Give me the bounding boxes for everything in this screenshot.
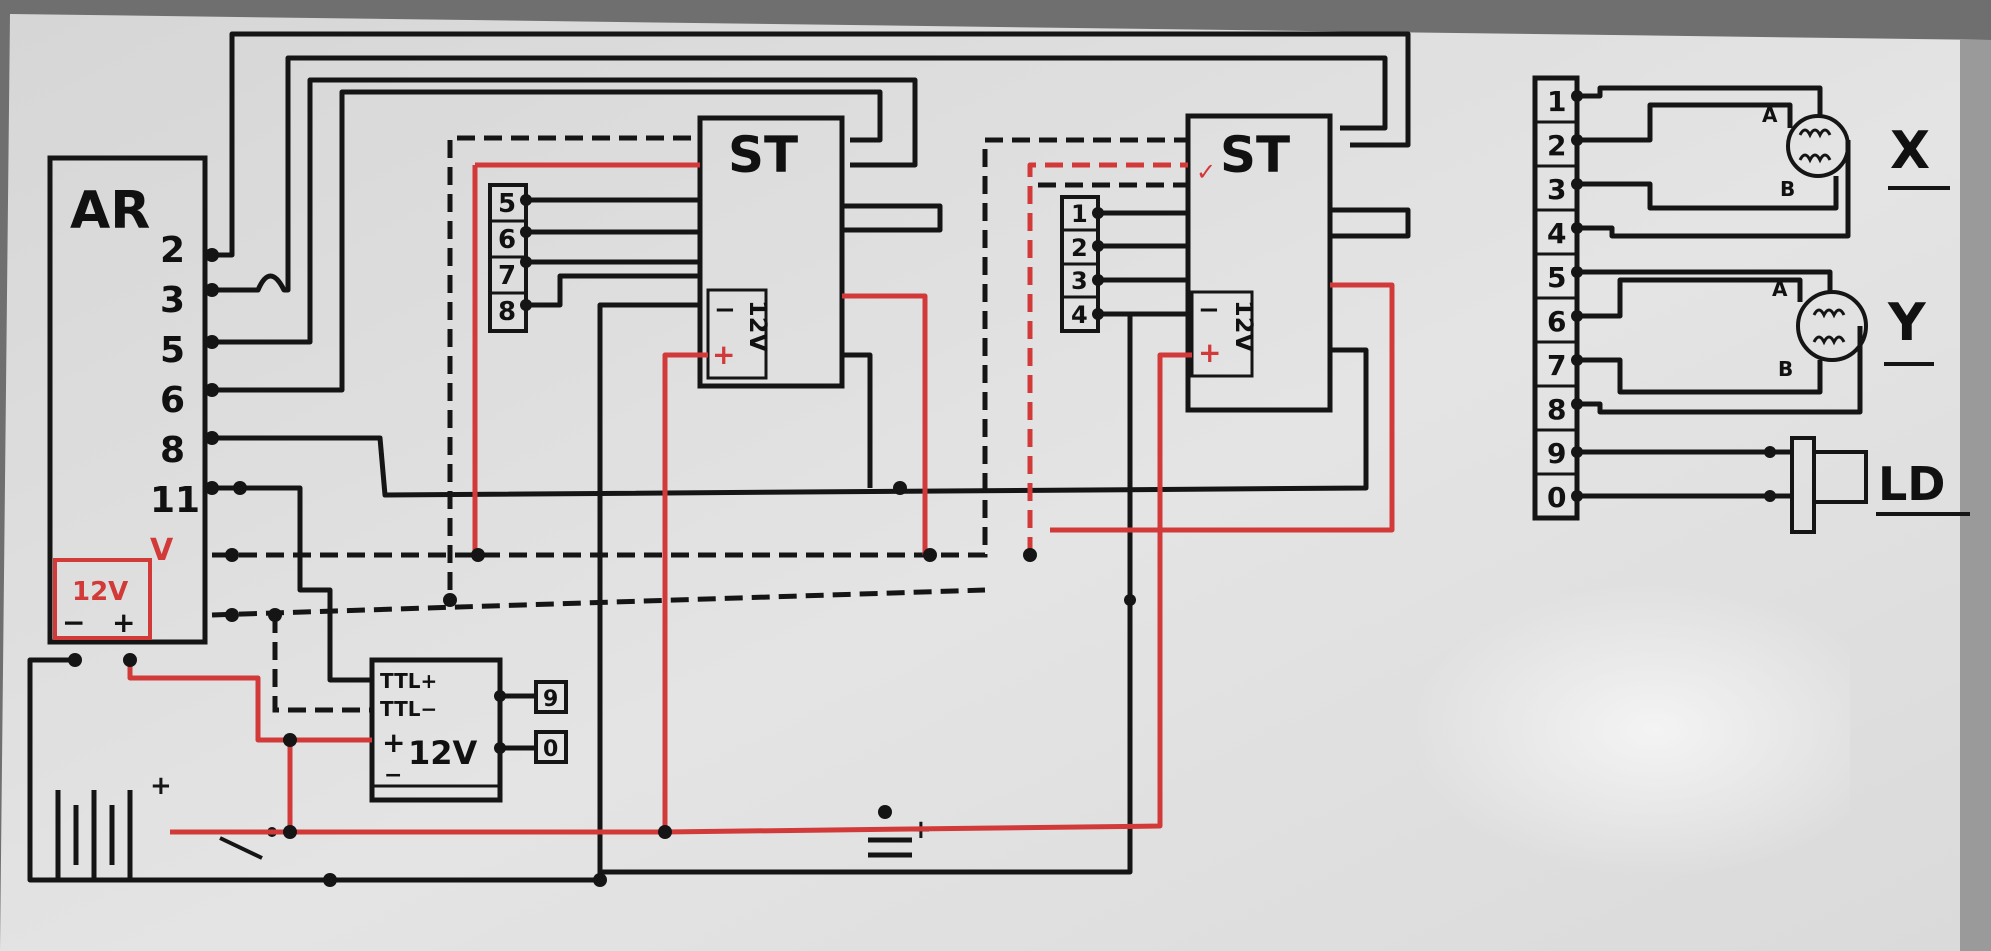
laser-diode: LD — [1790, 436, 1970, 534]
arduino-pin-6: 6 — [160, 380, 185, 421]
terminal-pin-6: 6 — [1547, 305, 1566, 338]
terminal-pin-1: 1 — [1547, 85, 1566, 118]
driver-a-power-label: 12V — [744, 300, 772, 352]
arduino-power-box — [53, 558, 152, 640]
arduino-pin-5: 5 — [160, 330, 185, 371]
board-frame — [1960, 40, 1991, 951]
driver-a-power-minus: − — [714, 295, 736, 325]
motor-x-a: A — [1762, 103, 1778, 127]
laser-driver-block: TTL+ TTL− + 12V − 9 0 — [369, 657, 568, 803]
driver-b-input-1: 1 — [1071, 200, 1088, 228]
red-wires — [127, 162, 1395, 835]
driver-b-power-box — [1190, 290, 1254, 378]
board-glare — [1150, 470, 1850, 890]
arduino-title: AR — [70, 181, 150, 241]
terminal-pin-3: 3 — [1547, 173, 1566, 206]
arduino-block: AR 2 3 5 6 8 11 12V − + V — [47, 155, 208, 645]
terminal-pin-2: 2 — [1547, 129, 1566, 162]
terminal-block: 1 2 3 4 5 6 7 8 9 0 — [1532, 75, 1580, 521]
terminal-pin-4: 4 — [1547, 217, 1566, 250]
motor-y-label: Y — [1887, 293, 1927, 353]
driver-b-check-mark: ✓ — [1196, 158, 1216, 186]
motor-y: A B Y — [1772, 277, 1934, 381]
terminal-pin-8: 8 — [1547, 393, 1566, 426]
terminal-pin-7: 7 — [1547, 349, 1566, 382]
driver-b-block: ST ✓ 12V − + 1 2 3 4 — [1060, 113, 1333, 413]
driver-a-power-box — [706, 288, 768, 380]
arduino-power-plus: + — [112, 606, 135, 639]
driver-b-power-minus: − — [1198, 295, 1220, 325]
arduino-pin-8: 8 — [160, 430, 185, 471]
arduino-check-mark: V — [150, 533, 174, 568]
driver-a-power-plus: + — [712, 338, 735, 371]
arduino-power-label: 12V — [72, 577, 128, 607]
laser-driver-12v: 12V — [408, 734, 478, 772]
laser-driver-out-9: 9 — [543, 687, 558, 712]
driver-a-input-6: 6 — [498, 225, 516, 255]
driver-a-block: ST 12V − + 5 6 7 8 — [488, 115, 845, 389]
terminal-pin-9: 9 — [1547, 437, 1566, 470]
laser-diode-label: LD — [1878, 457, 1946, 511]
terminal-pin-5: 5 — [1547, 261, 1566, 294]
motor-y-b: B — [1778, 357, 1793, 381]
driver-b-input-4: 4 — [1071, 301, 1088, 329]
battery-plus: + — [150, 771, 172, 801]
driver-a-title: ST — [728, 126, 798, 184]
laser-driver-plus: + — [382, 726, 405, 759]
motor-x-b: B — [1780, 177, 1795, 201]
motor-y-a: A — [1772, 277, 1788, 301]
driver-a-input-5: 5 — [498, 189, 516, 219]
driver-b-title: ST — [1220, 126, 1290, 184]
arduino-pin-2: 2 — [160, 230, 185, 271]
laser-driver-ttl-minus: TTL− — [380, 697, 437, 721]
junction-dots — [68, 90, 1776, 887]
motor-x: A B X — [1762, 103, 1950, 201]
battery: + — [55, 771, 172, 880]
driver-a-input-7: 7 — [498, 261, 516, 291]
driver-b-input-2: 2 — [1071, 234, 1088, 262]
arduino-power-minus: − — [62, 606, 85, 639]
driver-b-power-plus: + — [1198, 336, 1221, 369]
laser-driver-ttl-plus: TTL+ — [380, 669, 437, 693]
black-wires — [27, 31, 1863, 883]
arduino-pin-11: 11 — [150, 480, 200, 521]
terminal-pin-0: 0 — [1547, 481, 1566, 514]
arduino-pin-3: 3 — [160, 280, 185, 321]
driver-b-power-label: 12V — [1230, 300, 1258, 352]
motor-x-label: X — [1890, 121, 1930, 181]
driver-b-input-3: 3 — [1071, 267, 1088, 295]
driver-a-input-8: 8 — [498, 297, 516, 327]
laser-driver-out-0: 0 — [543, 737, 558, 762]
laser-driver-minus: − — [384, 763, 402, 788]
